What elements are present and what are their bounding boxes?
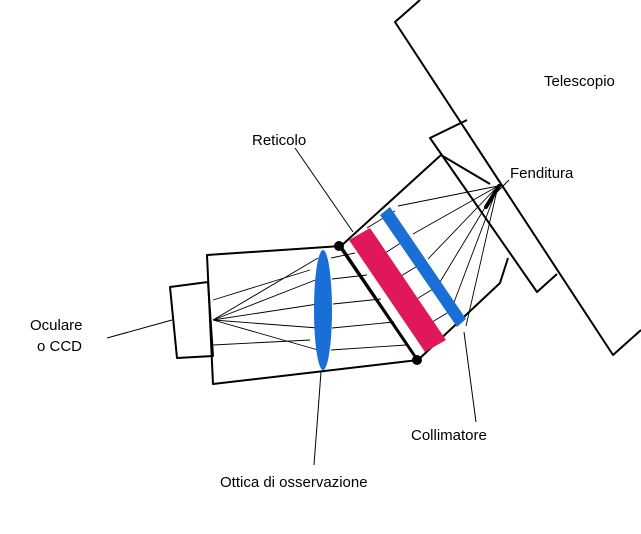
grating: [349, 228, 446, 352]
focused-rays: [212, 257, 319, 351]
eyepiece-housing: [169, 281, 214, 359]
slit-rays: [397, 185, 499, 327]
leader-observing-optics: [313, 371, 322, 466]
label-slit: Fenditura: [510, 165, 574, 182]
spectrograph-housing: [340, 154, 491, 247]
grating-mount-line: [338, 245, 418, 361]
telescope-adapter: [429, 119, 558, 293]
dispersed-rays: [330, 252, 407, 351]
leader-grating: [294, 147, 354, 233]
pivot-dot-top: [334, 241, 344, 251]
label-eyepiece-1: Oculare: [30, 317, 83, 334]
observing-lens: [314, 250, 332, 370]
label-collimator: Collimatore: [411, 427, 487, 444]
collimator: [380, 207, 466, 327]
label-observing-optics: Ottica di osservazione: [220, 474, 368, 491]
label-eyepiece-2: o CCD: [37, 338, 82, 355]
label-grating: Reticolo: [252, 132, 306, 149]
leader-slit: [496, 179, 510, 193]
leader-collimator: [463, 331, 477, 423]
pivot-dot-bottom: [412, 355, 422, 365]
label-telescope: Telescopio: [544, 73, 615, 90]
spectrograph-housing-lower: [417, 257, 509, 361]
telescope-body: [394, 0, 641, 356]
leader-eyepiece: [106, 319, 173, 339]
